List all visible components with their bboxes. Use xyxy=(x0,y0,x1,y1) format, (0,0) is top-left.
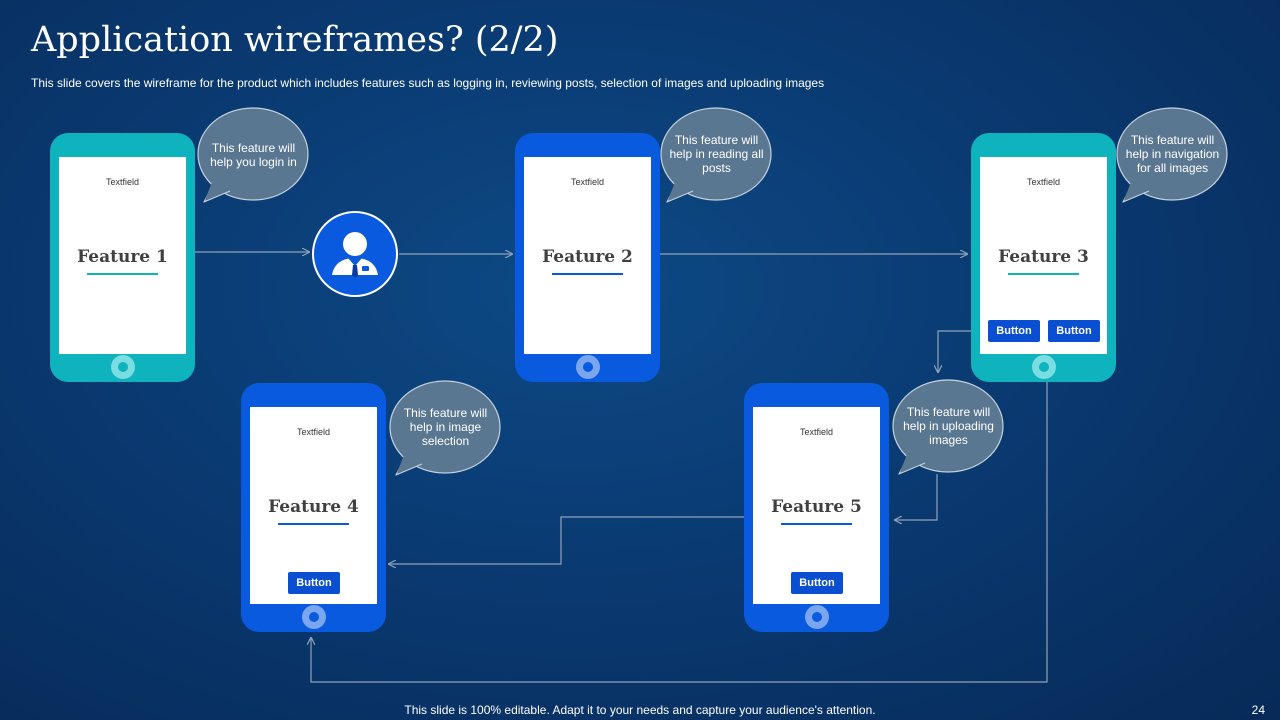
connector-f5-f4 xyxy=(389,516,744,564)
textfield-label: Textfield xyxy=(570,177,605,187)
speech-bubble-4: This feature will help in image selectio… xyxy=(388,380,503,476)
textfield-label: Textfield xyxy=(105,177,140,187)
feature-title: Feature 1 xyxy=(77,247,168,267)
phone-feature-3: Textfield Feature 3 Button Button xyxy=(971,133,1116,382)
page-title: Application wireframes? (2/2) xyxy=(31,20,559,60)
feature-3-button-2[interactable]: Button xyxy=(1048,320,1100,342)
page-number: 24 xyxy=(1251,703,1265,717)
phone-feature-1: Textfield Feature 1 xyxy=(50,133,195,382)
home-button[interactable] xyxy=(302,605,326,629)
speech-bubble-1: This feature will help you login in xyxy=(196,107,311,203)
feature-title: Feature 3 xyxy=(998,247,1089,267)
phone-feature-5: Textfield Feature 5 Button xyxy=(744,383,889,632)
phone-screen: Textfield Feature 2 xyxy=(524,157,651,354)
feature-underline xyxy=(1008,273,1079,275)
bubble-text: This feature will help you login in xyxy=(210,141,297,169)
bubble-text: This feature will help in image selectio… xyxy=(403,406,488,448)
phone-screen: Textfield Feature 5 Button xyxy=(753,407,880,604)
feature-underline xyxy=(278,523,349,525)
textfield-label: Textfield xyxy=(296,427,331,437)
feature-3-button-1[interactable]: Button xyxy=(988,320,1040,342)
phone-screen: Textfield Feature 3 Button Button xyxy=(980,157,1107,354)
bubble-text: This feature will help in reading all po… xyxy=(669,133,764,175)
feature-title: Feature 4 xyxy=(268,497,359,517)
feature-title: Feature 5 xyxy=(771,497,862,517)
speech-bubble-2: This feature will help in reading all po… xyxy=(659,107,774,203)
phone-screen: Textfield Feature 1 xyxy=(59,157,186,354)
home-button[interactable] xyxy=(1032,355,1056,379)
bubble-text: This feature will help in uploading imag… xyxy=(903,405,994,447)
speech-bubble-5: This feature will help in uploading imag… xyxy=(891,379,1006,475)
speech-bubble-3: This feature will help in navigation for… xyxy=(1115,107,1230,203)
footer-note: This slide is 100% editable. Adapt it to… xyxy=(404,703,876,717)
feature-title: Feature 2 xyxy=(542,247,633,267)
phone-feature-2: Textfield Feature 2 xyxy=(515,133,660,382)
connector-f3-bubble5 xyxy=(938,330,971,372)
feature-4-button[interactable]: Button xyxy=(288,572,340,594)
page-subtitle: This slide covers the wireframe for the … xyxy=(31,76,825,90)
feature-5-button[interactable]: Button xyxy=(791,572,843,594)
textfield-label: Textfield xyxy=(1026,177,1061,187)
user-icon xyxy=(312,211,398,297)
phone-screen: Textfield Feature 4 Button xyxy=(250,407,377,604)
phone-feature-4: Textfield Feature 4 Button xyxy=(241,383,386,632)
feature-underline xyxy=(552,273,623,275)
home-button[interactable] xyxy=(576,355,600,379)
connector-f3-f4 xyxy=(311,382,1048,683)
textfield-label: Textfield xyxy=(799,427,834,437)
bubble-text: This feature will help in navigation for… xyxy=(1125,133,1220,175)
feature-underline xyxy=(781,523,852,525)
feature-underline xyxy=(87,273,158,275)
home-button[interactable] xyxy=(111,355,135,379)
connector-bubble5-f5 xyxy=(895,474,938,520)
home-button[interactable] xyxy=(805,605,829,629)
